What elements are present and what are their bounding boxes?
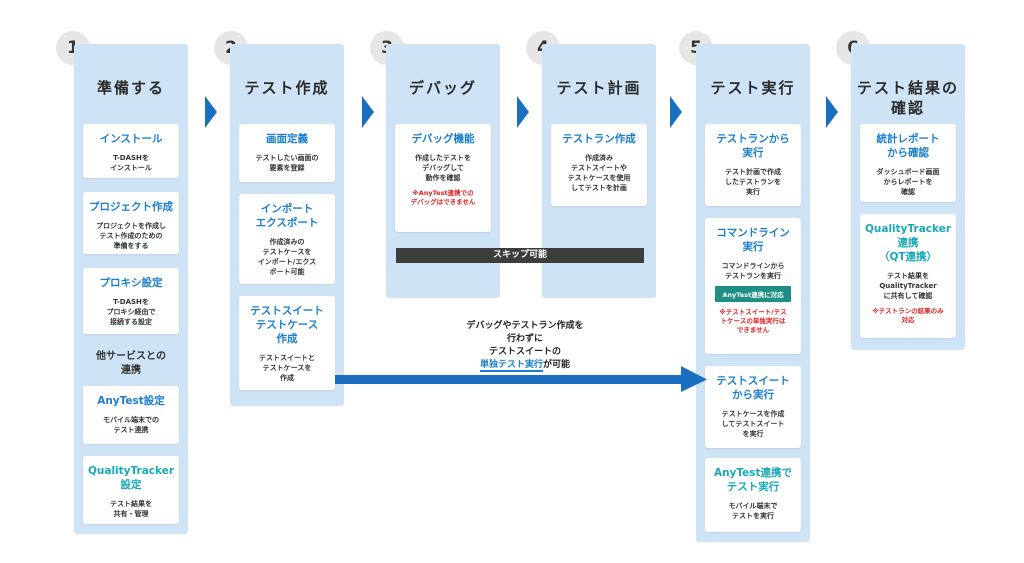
card-title: プロキシ設定 [99,277,163,289]
step-title-1: 準備する [96,79,165,97]
card-debug-feature[interactable]: デバッグ機能 作成したテストを デバッグして 動作を確認 ※AnyTest連携で… [395,124,491,232]
card-run-from-testsuite[interactable]: テストスイート から実行 テストケースを作成 してテストスイート を実行 [705,366,801,448]
card-note: ※テストスイート/テス トケースの単独実行は できません [719,308,787,334]
card-testsuite-create[interactable]: テストスイート テストケース 作成 テストスイートと テストケースを 作成 [239,296,335,390]
chevron-right-icon [670,96,682,128]
card-body: T-DASHを インストール [110,154,152,172]
bypass-line-4: 単独テスト実行が可能 [430,359,620,372]
bypass-line-1: デバッグやテストラン作成を [466,321,584,331]
card-install[interactable]: インストール T-DASHを インストール [83,124,179,178]
bypass-line-3: テストスイートの [488,347,561,357]
arrow-head-icon [681,366,707,392]
card-body: 作成したテストを デバッグして 動作を確認 [415,154,471,182]
card-title: AnyTest設定 [97,395,165,407]
step-column-5: テスト実行 テストランから 実行 テスト計画で作成 したテストランを 実行 コマ… [696,44,810,542]
card-title: テストランから 実行 [716,133,790,159]
card-qualitytracker-integration[interactable]: QualityTracker 連携 （QT連携） テスト結果を QualityT… [860,214,956,338]
card-body: T-DASHを プロキシ経由で 接続する設定 [106,298,156,326]
step-column-2: テスト作成 画面定義 テストしたい画面の 要素を登録 インポート エクスポート … [230,44,344,406]
step-title-5: テスト実行 [710,79,796,97]
card-project-create[interactable]: プロジェクト作成 プロジェクトを作成し テスト作成のための 準備をする [83,192,179,254]
bypass-suffix: が可能 [543,360,571,370]
card-anytest-run[interactable]: AnyTest連携で テスト実行 モバイル端末で テストを実行 [705,458,801,532]
card-title: AnyTest連携で テスト実行 [713,467,793,493]
card-note: ※テストランの結果のみ 対応 [872,307,944,324]
card-import-export[interactable]: インポート エクスポート 作成済みの テストケースを インポート/エクス ポート… [239,194,335,284]
card-screen-definition[interactable]: 画面定義 テストしたい画面の 要素を登録 [239,124,335,182]
card-body: テスト計画で作成 したテストランを 実行 [725,168,781,196]
card-title: インストール [99,133,163,145]
bypass-arrow [335,366,707,392]
bypass-line-2: 行わずに [506,334,543,344]
card-stats-report[interactable]: 統計レポート から確認 ダッシュボード画面 からレポートを 確認 [860,124,956,202]
chevron-right-icon [362,96,374,128]
card-body: テスト結果を 共有・管理 [110,500,152,518]
step-title-3: デバッグ [408,79,477,97]
bypass-highlight: 単独テスト実行 [479,360,543,372]
card-body: コマンドラインから テストランを実行 [721,262,785,280]
section-label-integration: 他サービスとの 連携 [96,351,166,376]
card-body: テスト結果を QualityTracker に共有して確認 [879,272,937,300]
card-title: インポート エクスポート [255,203,319,229]
card-body: テストケースを作成 してテストスイート を実行 [721,410,785,438]
step-title-6: テスト結果の 確認 [856,79,959,117]
anytest-support-badge: AnyTest連携に対応 [715,286,791,302]
skip-bar: スキップ可能 [396,248,644,263]
card-anytest-setting[interactable]: AnyTest設定 モバイル端末での テスト連携 [83,386,179,444]
chevron-right-icon [205,96,217,128]
chevron-right-icon [517,96,529,128]
card-run-from-testrun[interactable]: テストランから 実行 テスト計画で作成 したテストランを 実行 [705,124,801,206]
card-title: 画面定義 [266,133,308,145]
card-title: QualityTracker 連携 （QT連携） [864,223,952,263]
card-body: プロジェクトを作成し テスト作成のための 準備をする [96,222,166,250]
card-testrun-create[interactable]: テストラン作成 作成済み テストスイートや テストケースを使用 してテストを計画 [551,124,647,206]
card-title: コマンドライン 実行 [716,227,790,253]
step-column-6: テスト結果の 確認 統計レポート から確認 ダッシュボード画面 からレポートを … [851,44,965,350]
chevron-right-icon [826,96,838,128]
card-title: プロジェクト作成 [89,201,173,213]
card-body: モバイル端末で テストを実行 [728,502,778,520]
card-body: テストしたい画面の 要素を登録 [255,154,319,172]
card-proxy-setting[interactable]: プロキシ設定 T-DASHを プロキシ経由で 接続する設定 [83,268,179,334]
card-title: 統計レポート から確認 [876,133,940,159]
card-title: QualityTracker 設定 [87,465,175,491]
step-title-4: テスト計画 [556,79,642,97]
card-body: 作成済み テストスイートや テストケースを使用 してテストを計画 [567,154,631,192]
card-note: ※AnyTest連携での デバッグはできません [410,189,476,206]
step-title-2: テスト作成 [244,79,330,97]
card-body: 作成済みの テストケースを インポート/エクス ポート可能 [257,238,317,276]
card-commandline-run[interactable]: コマンドライン 実行 コマンドラインから テストランを実行 AnyTest連携に… [705,218,801,354]
card-title: テストスイート から実行 [716,375,790,401]
card-qualitytracker-setting[interactable]: QualityTracker 設定 テスト結果を 共有・管理 [83,456,179,524]
step-column-1: 準備する インストール T-DASHを インストール プロジェクト作成 プロジェ… [74,44,188,534]
card-body: テストスイートと テストケースを 作成 [259,354,315,382]
card-title: デバッグ機能 [411,133,475,145]
card-body: ダッシュボード画面 からレポートを 確認 [876,168,940,196]
bypass-description: デバッグやテストラン作成を 行わずに テストスイートの 単独テスト実行が可能 [430,320,620,372]
card-body: モバイル端末での テスト連携 [103,416,159,434]
card-title: テストスイート テストケース 作成 [250,305,324,345]
bypass-arrow-shaft [335,375,683,384]
card-title: テストラン作成 [562,133,636,145]
